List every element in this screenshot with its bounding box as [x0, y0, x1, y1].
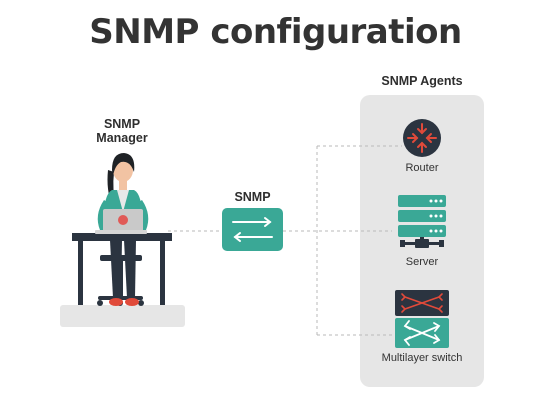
multilayer-switch-label: Multilayer switch	[381, 352, 463, 364]
router-icon	[403, 119, 441, 157]
laptop-icon	[95, 209, 147, 234]
manager-label-line1: SNMP	[103, 117, 141, 131]
snmp-protocol-icon	[222, 208, 283, 251]
snmp-protocol-label: SNMP	[234, 190, 271, 204]
manager-label: SNMP Manager	[85, 117, 159, 145]
diagram-title: SNMP configuration	[89, 12, 462, 52]
manager-label-line2: Manager	[96, 131, 148, 145]
multilayer-switch-icon	[395, 290, 449, 348]
desk-icon	[72, 233, 172, 305]
agents-title: SNMP Agents	[381, 74, 463, 88]
server-label: Server	[405, 256, 439, 268]
router-label: Router	[405, 162, 439, 174]
connection-lines	[168, 145, 402, 336]
server-icon	[398, 195, 446, 248]
manager-floor	[60, 305, 185, 327]
